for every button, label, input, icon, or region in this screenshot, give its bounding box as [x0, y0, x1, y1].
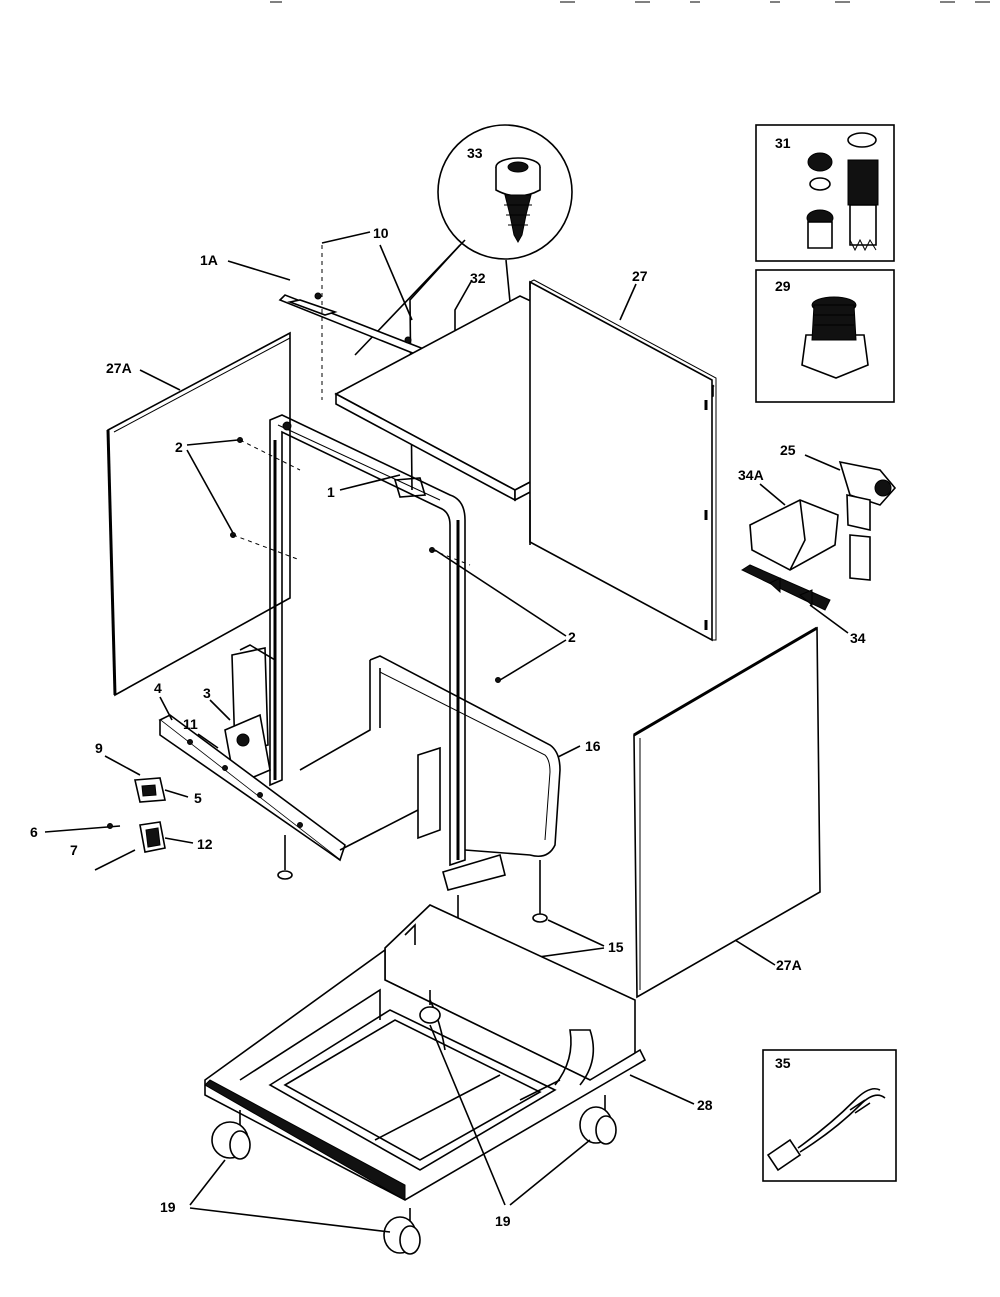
callout-34A: 34A — [738, 467, 764, 483]
callout-35: 35 — [775, 1055, 791, 1071]
dashed-line-2-b — [232, 534, 301, 561]
main-frame-1 — [269, 414, 466, 867]
leader-19-a — [189, 1159, 226, 1206]
leader-2-d — [499, 639, 567, 681]
caster-front-right — [383, 1208, 421, 1255]
leader-9 — [104, 755, 141, 776]
leader-2-b — [186, 449, 234, 534]
callout-11: 11 — [183, 716, 198, 732]
callout-3: 3 — [203, 685, 211, 701]
callout-9: 9 — [95, 740, 103, 756]
callout-27A-right: 27A — [776, 957, 802, 973]
leader-28 — [629, 1074, 695, 1105]
screw-7 — [94, 849, 136, 871]
dashed-line-2-c — [431, 549, 471, 566]
leader-34 — [809, 604, 849, 634]
base-assembly-28 — [204, 904, 647, 1201]
caster-rear-center — [419, 990, 441, 1024]
leader-5 — [164, 789, 189, 798]
leader-11 — [197, 733, 219, 749]
callout-27A-left: 27A — [106, 360, 132, 376]
leader-15-a — [547, 919, 605, 947]
callout-5: 5 — [194, 790, 202, 806]
callout-19-left: 19 — [160, 1199, 176, 1215]
leader-19-d — [509, 1139, 591, 1206]
right-side-panel-27 — [529, 279, 717, 642]
callout-34: 34 — [850, 630, 866, 646]
latch-part-5 — [134, 777, 166, 803]
callout-6: 6 — [30, 824, 38, 840]
callout-2-right: 2 — [568, 629, 576, 645]
inset-box-31 — [755, 124, 895, 262]
leader-27A-right — [734, 939, 776, 966]
callout-28: 28 — [697, 1097, 713, 1113]
callout-10: 10 — [373, 225, 389, 241]
frame-foot — [442, 853, 506, 891]
leader-2-c — [434, 549, 567, 637]
bracket-34A — [749, 499, 839, 571]
caster-front-left — [211, 1110, 251, 1160]
leader-19-b — [189, 1207, 391, 1233]
callout-32: 32 — [470, 270, 486, 286]
callout-31: 31 — [775, 135, 791, 151]
left-side-panel-27A — [106, 331, 291, 697]
leader-16 — [557, 745, 581, 758]
detail-circle-33 — [437, 124, 573, 260]
center-bracket — [339, 746, 441, 851]
leader-1A — [227, 260, 291, 281]
bracket-34 — [740, 564, 831, 611]
callout-33: 33 — [467, 145, 483, 161]
front-rail-4 — [158, 714, 346, 862]
leader-12 — [164, 837, 194, 844]
leader-2-a — [186, 439, 239, 446]
leader-27 — [619, 283, 637, 321]
callout-16: 16 — [585, 738, 601, 754]
callout-19-center: 19 — [495, 1213, 511, 1229]
inner-lower-frame — [299, 655, 561, 858]
dashed-line-2-a — [239, 439, 301, 471]
callout-29: 29 — [775, 278, 791, 294]
leader-4 — [159, 696, 173, 721]
right-side-panel-27A — [633, 626, 821, 999]
leader-32 — [454, 279, 473, 330]
callout-15: 15 — [608, 939, 624, 955]
screw-head-15-a — [532, 913, 548, 923]
leader-27A-left — [139, 369, 181, 391]
callout-25: 25 — [780, 442, 796, 458]
callout-1: 1 — [327, 484, 335, 500]
leader-25 — [804, 454, 841, 471]
callout-4: 4 — [154, 680, 162, 696]
leader-34A — [759, 483, 786, 506]
valve-assembly-25 — [838, 460, 897, 581]
caster-rear-right — [579, 1095, 617, 1145]
callout-1A: 1A — [200, 252, 218, 268]
inset-box-35 — [762, 1049, 897, 1182]
leader-1 — [339, 474, 401, 491]
leader-19-c — [429, 1024, 506, 1206]
callout-12: 12 — [197, 836, 213, 852]
latch-part-12 — [139, 821, 166, 853]
inset-box-29 — [755, 269, 895, 403]
callout-2-top: 2 — [175, 439, 183, 455]
leader-3 — [209, 699, 231, 721]
callout-7: 7 — [70, 842, 78, 858]
callout-27: 27 — [632, 268, 648, 284]
screw-head-lower-left — [277, 870, 293, 880]
leader-10-a — [321, 231, 371, 244]
leader-10-b — [379, 244, 413, 321]
